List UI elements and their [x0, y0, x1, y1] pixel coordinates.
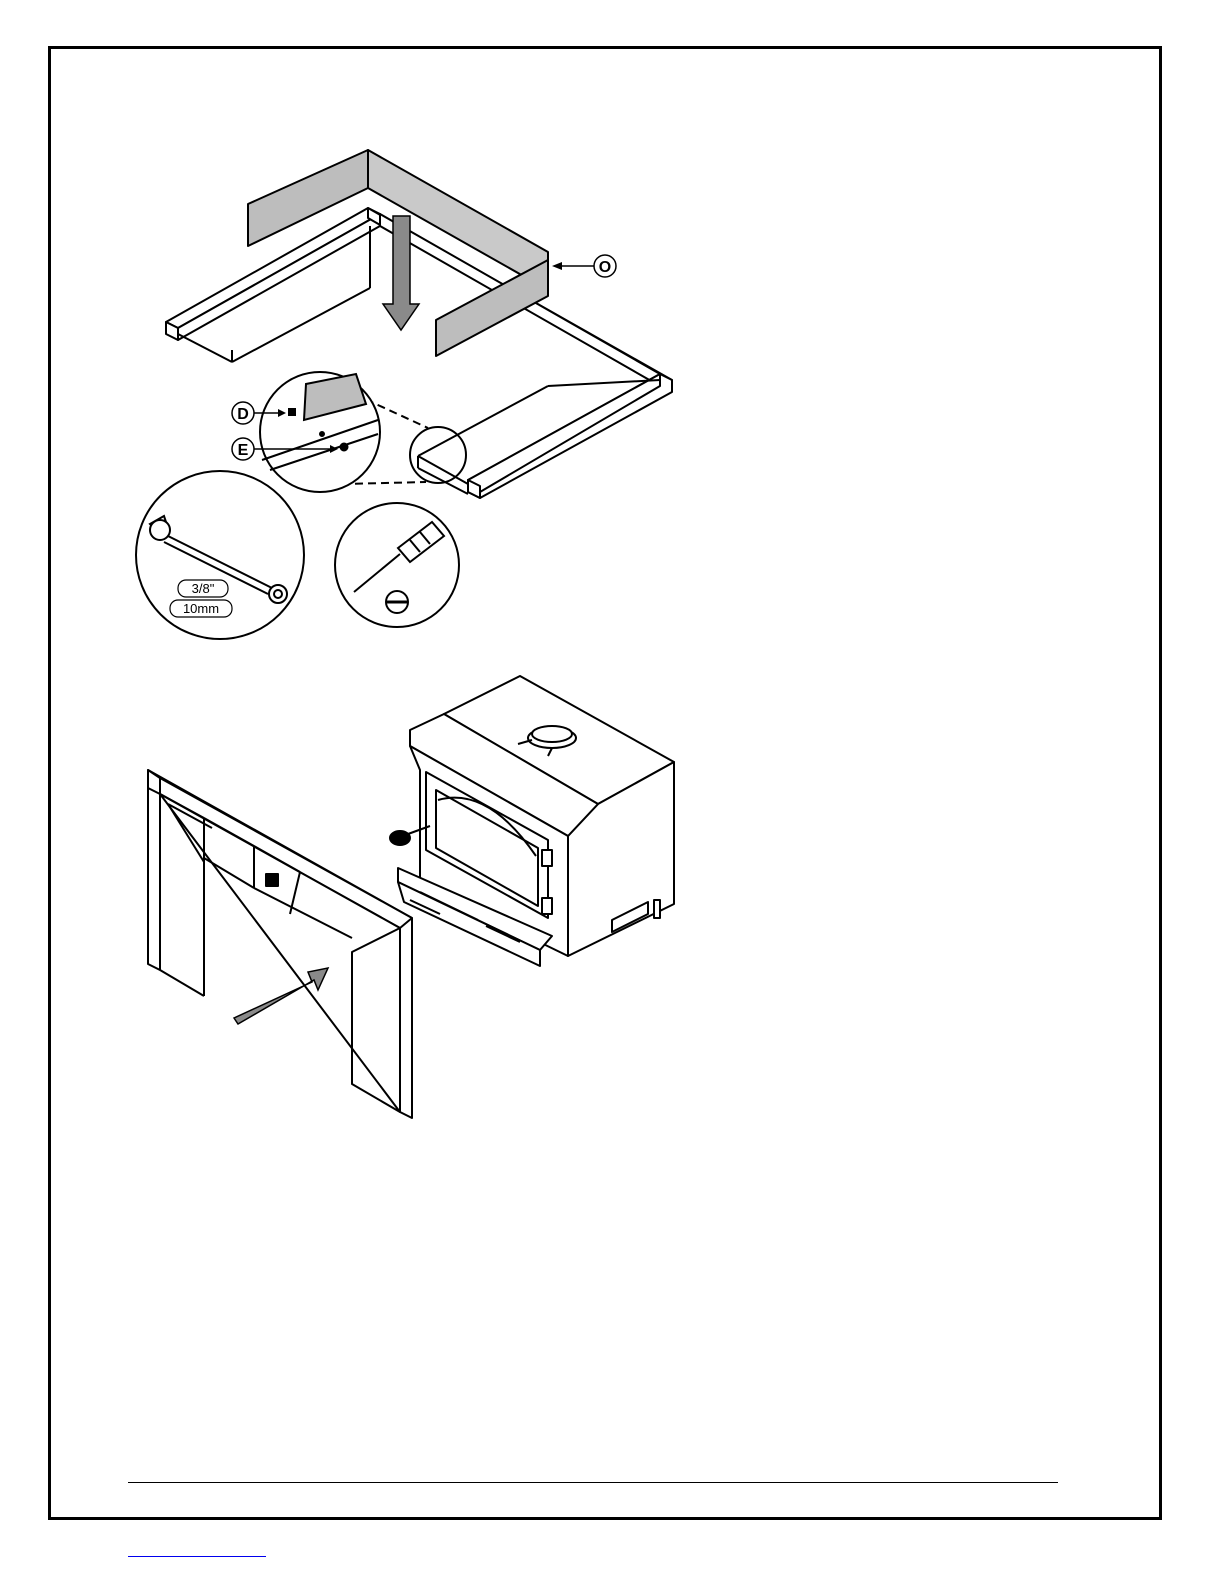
faceplate-logo: [266, 874, 278, 886]
callout-label-o: O: [599, 259, 611, 276]
wrench-size-imperial: 3/8": [192, 581, 215, 596]
slotted-screw-head-icon: [386, 591, 408, 613]
screwdriver-tool: [335, 503, 459, 627]
callout-o: O: [552, 255, 616, 277]
detail-magnifier: [260, 372, 466, 492]
footer-rule: [128, 1482, 1058, 1483]
fireplace-surround-faceplate: [148, 770, 412, 1118]
wood-stove-insert: [390, 676, 674, 966]
faceplate-installation-figure: [0, 660, 1225, 1140]
page-link-underline[interactable]: [128, 1556, 266, 1557]
wrench-tool: 3/8" 10mm: [136, 471, 304, 639]
callout-label-e: E: [238, 442, 249, 459]
screw-icon: [288, 408, 296, 416]
shield-assembly-figure: O D E: [0, 0, 1225, 700]
wrench-size-metric: 10mm: [183, 601, 219, 616]
callout-label-d: D: [237, 406, 249, 423]
